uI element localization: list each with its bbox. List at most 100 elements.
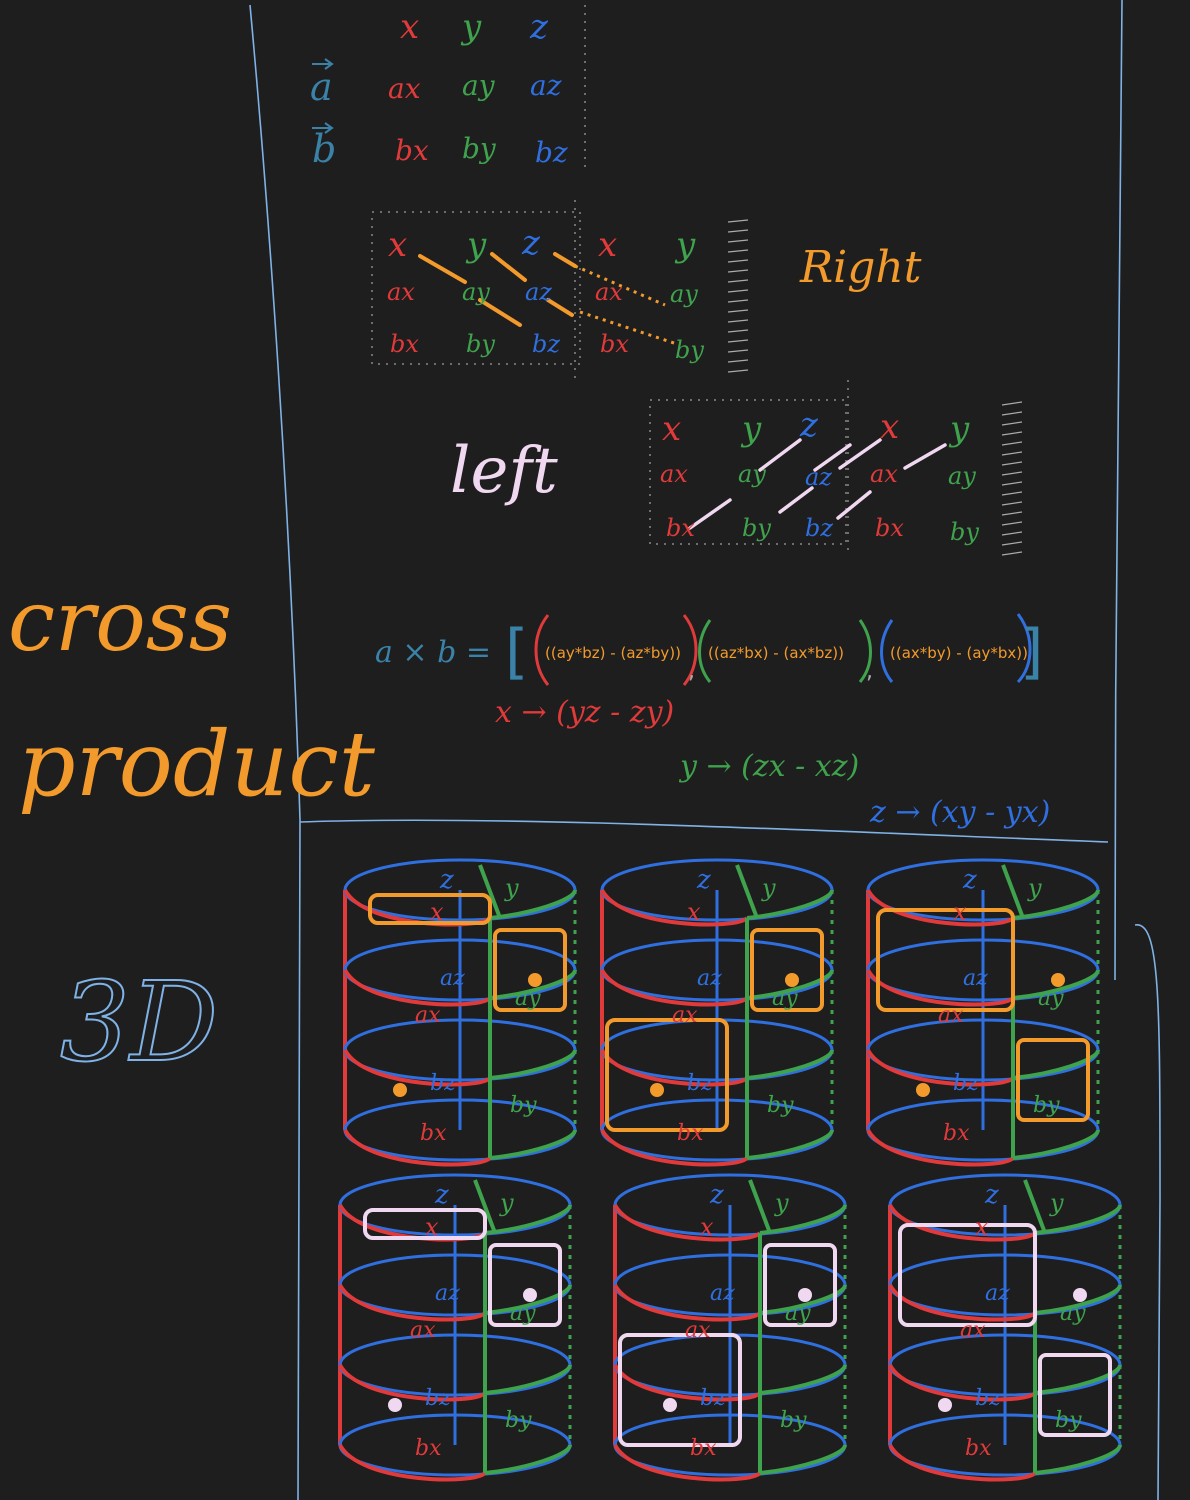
cylinder-front-arc-3 <box>613 1443 762 1482</box>
cylinder-label-low-x: bx <box>677 1121 704 1146</box>
cylinder-dot <box>1073 1288 1087 1302</box>
cylinder-dot <box>388 1398 402 1412</box>
cylinder-highlight <box>898 1223 1037 1327</box>
right-label: Right <box>799 242 922 293</box>
cylinder-side-arc-3 <box>489 1129 577 1160</box>
left-a3: ax <box>870 460 898 488</box>
right-b0: bx <box>390 330 419 358</box>
cylinder-label-low-z: bz <box>425 1386 451 1411</box>
sidebar-title-line2: product <box>18 712 376 817</box>
right-h2: z <box>521 223 541 263</box>
right-b1: by <box>466 330 495 358</box>
table-header-x: x <box>400 7 419 47</box>
table-bx: bx <box>395 134 429 167</box>
cylinder-top-divider <box>1023 1179 1047 1234</box>
vector-a-arrow <box>312 58 334 70</box>
cylinder-side-arc-0 <box>489 889 577 920</box>
cylinder-front-arc-2 <box>600 1048 749 1087</box>
cylinder-front-arc-1 <box>343 968 492 1007</box>
cylinder-dot <box>523 1288 537 1302</box>
right-hatching <box>727 219 749 373</box>
cylinder-label-upper-x: x <box>953 898 967 926</box>
left-h0: x <box>662 409 681 449</box>
cylinder-highlight-secondary <box>1038 1353 1112 1437</box>
right-a3: ax <box>595 278 623 306</box>
formula-term1: ((ay*bz) - (az*by)) <box>545 644 681 662</box>
cylinder-label-mid-y: ay <box>510 1301 536 1326</box>
cylinder-label-mid-z: az <box>697 966 722 991</box>
cylinder-label-top-right: y <box>774 1189 789 1217</box>
cylinder-label-mid-z: az <box>963 966 988 991</box>
cylinder-front-arc-0 <box>866 888 1015 927</box>
cylinder-label-top: z <box>962 865 977 895</box>
right-diagonals <box>418 252 577 327</box>
cylinder-front-arc-3 <box>888 1443 1037 1482</box>
left-diagram: x y z x y ax ay az ax ay bx by bz bx by … <box>450 380 1023 556</box>
cylinder-label-mid-y: ay <box>515 986 541 1011</box>
formula-lhs: a × b = <box>375 635 491 670</box>
cylinder-label-mid-y: ay <box>1060 1301 1086 1326</box>
cylinder-side-arc-0 <box>484 1204 572 1235</box>
frame-right-line <box>1114 0 1123 981</box>
left-h4: y <box>948 409 970 449</box>
cross-product-formula: a × b = [ ((ay*bz) - (az*by)) , ((az*bx)… <box>375 613 1043 687</box>
cylinder-label-mid-x: ax <box>672 1003 698 1028</box>
cylinder-label-low-z: bz <box>430 1071 456 1096</box>
vector-b-arrow <box>312 122 334 134</box>
mnemonic-x: x → (yz - zy) <box>495 695 674 730</box>
cylinder-front-arc-3 <box>600 1128 749 1167</box>
cylinder-label-low-x: bx <box>415 1436 442 1461</box>
cylinder-label-mid-y: ay <box>772 986 798 1011</box>
left-a2: az <box>805 463 832 491</box>
frame-lines <box>249 0 1161 1500</box>
cylinder-front-arc-2 <box>613 1363 762 1402</box>
cylinder-label-mid-x: ax <box>415 1003 441 1028</box>
cylinder-dot <box>528 973 542 987</box>
right-a1: ay <box>462 278 490 306</box>
formula-term2: ((az*bx) - (ax*bz)) <box>708 644 844 662</box>
formula-term3: ((ax*by) - (ay*bx)) <box>890 644 1028 662</box>
cylinder-front-arc-2 <box>888 1363 1037 1402</box>
sidebar-title-line1: cross <box>8 572 232 670</box>
cylinder-label-upper-x: x <box>430 898 444 926</box>
right-h0: x <box>388 225 407 265</box>
cylinder-side-arc-3 <box>1034 1444 1122 1475</box>
cylinder-side-arc-1 <box>489 969 577 1000</box>
cylinder-label-mid-y: ay <box>785 1301 811 1326</box>
cylinder-label-upper-x: x <box>687 898 701 926</box>
right-h3: x <box>598 225 617 265</box>
cylinder-side-arc-2 <box>1012 1049 1100 1080</box>
cylinder-label-low-x: bx <box>690 1436 717 1461</box>
cylinder-side-arc-0 <box>1034 1204 1122 1235</box>
cylinder-dot <box>663 1398 677 1412</box>
cylinder-highlight-secondary <box>493 928 567 1012</box>
cylinder-front-arc-1 <box>338 1283 487 1322</box>
cylinder-highlight <box>368 893 492 925</box>
cylinder-side-arc-0 <box>746 889 834 920</box>
cylinder-front-arc-0 <box>888 1203 1037 1242</box>
cylinder-front-arc-1 <box>613 1283 762 1322</box>
cylinder-side-arc-2 <box>746 1049 834 1080</box>
left-grid <box>649 380 849 550</box>
cylinder-front-arc-3 <box>343 1128 492 1167</box>
left-a4: ay <box>948 462 976 490</box>
cylinder-front-arc-0 <box>600 888 749 927</box>
cylinder-top-divider <box>478 864 502 919</box>
cylinder-label-mid-z: az <box>435 1281 460 1306</box>
cylinder-label-low-z: bz <box>700 1386 726 1411</box>
right-h1: y <box>465 225 487 265</box>
cylinder-side-arc-1 <box>746 969 834 1000</box>
table-header-y: y <box>460 7 482 47</box>
component-table: x y z a ax ay az b bx by bz <box>310 5 586 171</box>
cylinder-front-arc-2 <box>338 1363 487 1402</box>
cylinder-dot <box>798 1288 812 1302</box>
cylinder-label-low-z: bz <box>687 1071 713 1096</box>
formula-open-bracket: [ <box>505 617 528 687</box>
cylinder-side-arc-1 <box>1034 1284 1122 1315</box>
cylinder-side-arc-2 <box>484 1364 572 1395</box>
